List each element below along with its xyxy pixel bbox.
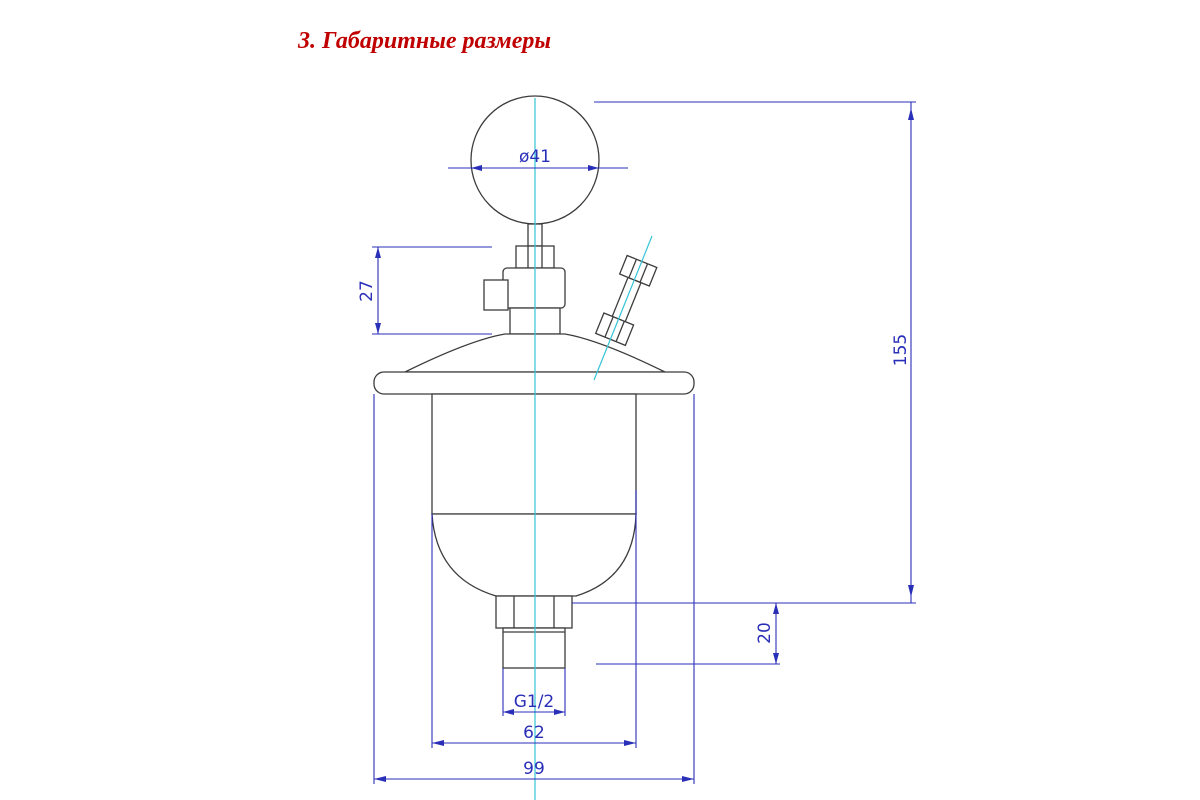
lid-rim (373, 371, 695, 395)
dim-gauge-diameter-label: ø41 (519, 147, 551, 167)
dim-body-width-label: 62 (523, 723, 545, 743)
dim-thread-height: 20 (596, 603, 780, 665)
dim-overall-height-label: 155 (891, 334, 911, 366)
dim-fitting-height-label: 27 (357, 280, 377, 302)
fitting-body (502, 267, 566, 309)
dim-body-width: 62 (431, 490, 637, 748)
vent-body (373, 95, 695, 669)
side-plug (483, 279, 509, 311)
body-cylinder (431, 393, 637, 515)
section-heading: 3. Габаритные размеры (298, 28, 552, 54)
dim-thread-size-label: G1/2 (514, 692, 555, 712)
dim-overall-width-label: 99 (523, 759, 545, 779)
body-bowl (431, 513, 637, 597)
dim-gauge-diameter: ø41 (448, 147, 628, 171)
threaded-connection (502, 627, 566, 669)
dim-overall-height: 155 (572, 101, 916, 604)
dim-fitting-height: 27 (357, 246, 492, 335)
dim-thread-size: G1/2 (502, 668, 566, 716)
dim-overall-width: 99 (373, 394, 695, 784)
dim-thread-height-label: 20 (755, 622, 775, 644)
outlet-nut (495, 595, 573, 629)
valve-axis (593, 235, 653, 381)
